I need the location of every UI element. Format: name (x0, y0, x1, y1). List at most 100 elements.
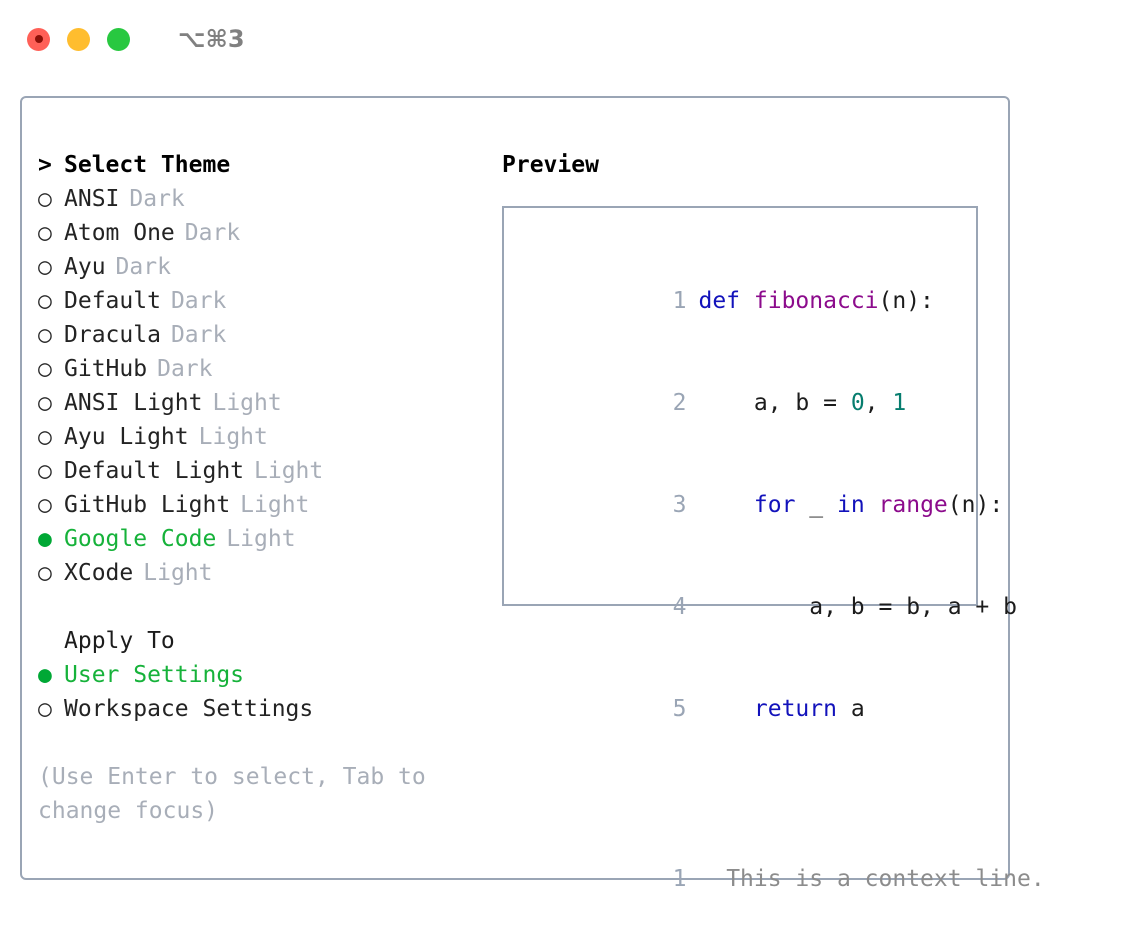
theme-option-dracula-dark[interactable]: ○ Dracula Dark (38, 318, 468, 352)
code-token: (n): (878, 288, 934, 314)
line-number: 2 (672, 390, 687, 416)
code-token: a, b = b, a + b (698, 594, 1017, 620)
preview-title: Preview (502, 152, 599, 178)
theme-option-ayu-light[interactable]: ○ Ayu Light Light (38, 420, 468, 454)
theme-option-label: Default (64, 288, 161, 314)
zoom-button-icon[interactable] (107, 27, 130, 51)
code-token: a, b = (698, 390, 851, 416)
keyboard-hint-text: (Use Enter to select, Tab to change focu… (38, 764, 426, 824)
traffic-lights (27, 27, 130, 51)
window-title: ⌥⌘3 (178, 25, 245, 53)
theme-option-github-light[interactable]: ○ GitHub Light Light (38, 488, 468, 522)
theme-option-label: Dracula (64, 322, 161, 348)
code-token: return (753, 696, 837, 722)
line-number: 1 (672, 866, 687, 892)
code-line: 3 for _ in range(n): (504, 454, 1004, 556)
line-number: 3 (672, 492, 687, 518)
theme-option-label: XCode (64, 560, 134, 586)
apply-to-option-label: User Settings (64, 662, 245, 688)
diff-text: This is a context line. (712, 866, 1045, 892)
preview-gap (504, 760, 976, 794)
radio-unselected-icon: ○ (38, 560, 52, 586)
code-token: 1 (892, 390, 907, 416)
radio-unselected-icon: ○ (38, 322, 52, 348)
code-line: 5 return a (504, 658, 976, 760)
diff-line-deleted: 2- This line was deleted. (504, 930, 976, 934)
title-bar: ⌥⌘3 (0, 0, 1140, 78)
apply-to-option-workspace-settings[interactable]: ○ Workspace Settings (38, 692, 468, 726)
theme-option-tag: Dark (184, 220, 241, 246)
theme-option-tag: Light (226, 526, 296, 552)
theme-option-tag: Dark (115, 254, 171, 280)
theme-option-label: GitHub Light (64, 492, 231, 518)
radio-unselected-icon: ○ (38, 424, 52, 450)
theme-option-label: Atom One (64, 220, 175, 246)
apply-to-header-label: Apply To (64, 628, 175, 654)
theme-option-default-dark[interactable]: ○ Default Dark (38, 284, 468, 318)
diff-marker (698, 866, 712, 892)
theme-option-label: Ayu (64, 254, 106, 280)
theme-option-google-code-light[interactable]: ● Google Code Light (38, 522, 468, 556)
diff-line-context: 1 This is a context line. (504, 828, 1045, 930)
list-gap (38, 590, 468, 624)
theme-option-ansi-light[interactable]: ○ ANSI Light Light (38, 386, 468, 420)
code-token (698, 492, 753, 518)
theme-option-tag: Dark (157, 356, 213, 382)
theme-option-xcode-light[interactable]: ○ XCode Light (38, 556, 468, 590)
select-theme-caret-icon: > (38, 152, 52, 178)
code-token (740, 288, 754, 314)
radio-unselected-icon: ○ (38, 356, 52, 382)
code-token: (n): (947, 492, 1004, 518)
select-theme-header: > Select Theme (38, 148, 468, 182)
radio-unselected-icon: ○ (38, 696, 52, 722)
apply-to-header: Apply To (38, 624, 468, 658)
theme-option-tag: Light (143, 560, 213, 586)
code-token: , (864, 390, 893, 416)
theme-option-label: Ayu Light (64, 424, 189, 450)
theme-option-ayu-dark[interactable]: ○ Ayu Dark (38, 250, 468, 284)
code-token: def (698, 288, 741, 314)
apply-to-option-user-settings[interactable]: ● User Settings (38, 658, 468, 692)
line-number: 4 (672, 594, 687, 620)
radio-unselected-icon: ○ (38, 458, 52, 484)
code-token: in (836, 492, 865, 518)
theme-option-label: ANSI Light (64, 390, 203, 416)
code-token: for (753, 492, 796, 518)
code-line: 2 a, b = 0, 1 (504, 352, 976, 454)
code-token: a (836, 696, 865, 722)
code-line: 4 a, b = b, a + b (504, 556, 1017, 658)
theme-option-tag: Light (198, 424, 268, 450)
code-token: range (878, 492, 948, 518)
close-button-icon[interactable] (27, 27, 50, 51)
theme-option-tag: Dark (170, 288, 227, 314)
theme-option-tag: Light (212, 390, 282, 416)
preview-gap (504, 794, 976, 828)
theme-option-label: Google Code (64, 526, 217, 552)
radio-unselected-icon: ○ (38, 288, 52, 314)
theme-option-tag: Light (240, 492, 310, 518)
code-token: _ (795, 492, 837, 518)
radio-unselected-icon: ○ (38, 254, 52, 280)
code-token (865, 492, 879, 518)
theme-option-github-dark[interactable]: ○ GitHub Dark (38, 352, 468, 386)
theme-option-label: GitHub (64, 356, 148, 382)
minimize-button-icon[interactable] (67, 27, 90, 51)
radio-selected-icon: ● (38, 662, 52, 688)
theme-option-tag: Dark (170, 322, 227, 348)
apply-to-option-label: Workspace Settings (64, 696, 314, 722)
code-token (698, 696, 753, 722)
theme-option-tag: Dark (129, 186, 185, 212)
radio-unselected-icon: ○ (38, 390, 52, 416)
radio-unselected-icon: ○ (38, 186, 52, 212)
radio-unselected-icon: ○ (38, 492, 52, 518)
theme-option-tag: Light (254, 458, 324, 484)
radio-selected-icon: ● (38, 526, 52, 552)
select-theme-header-label: Select Theme (64, 152, 231, 178)
